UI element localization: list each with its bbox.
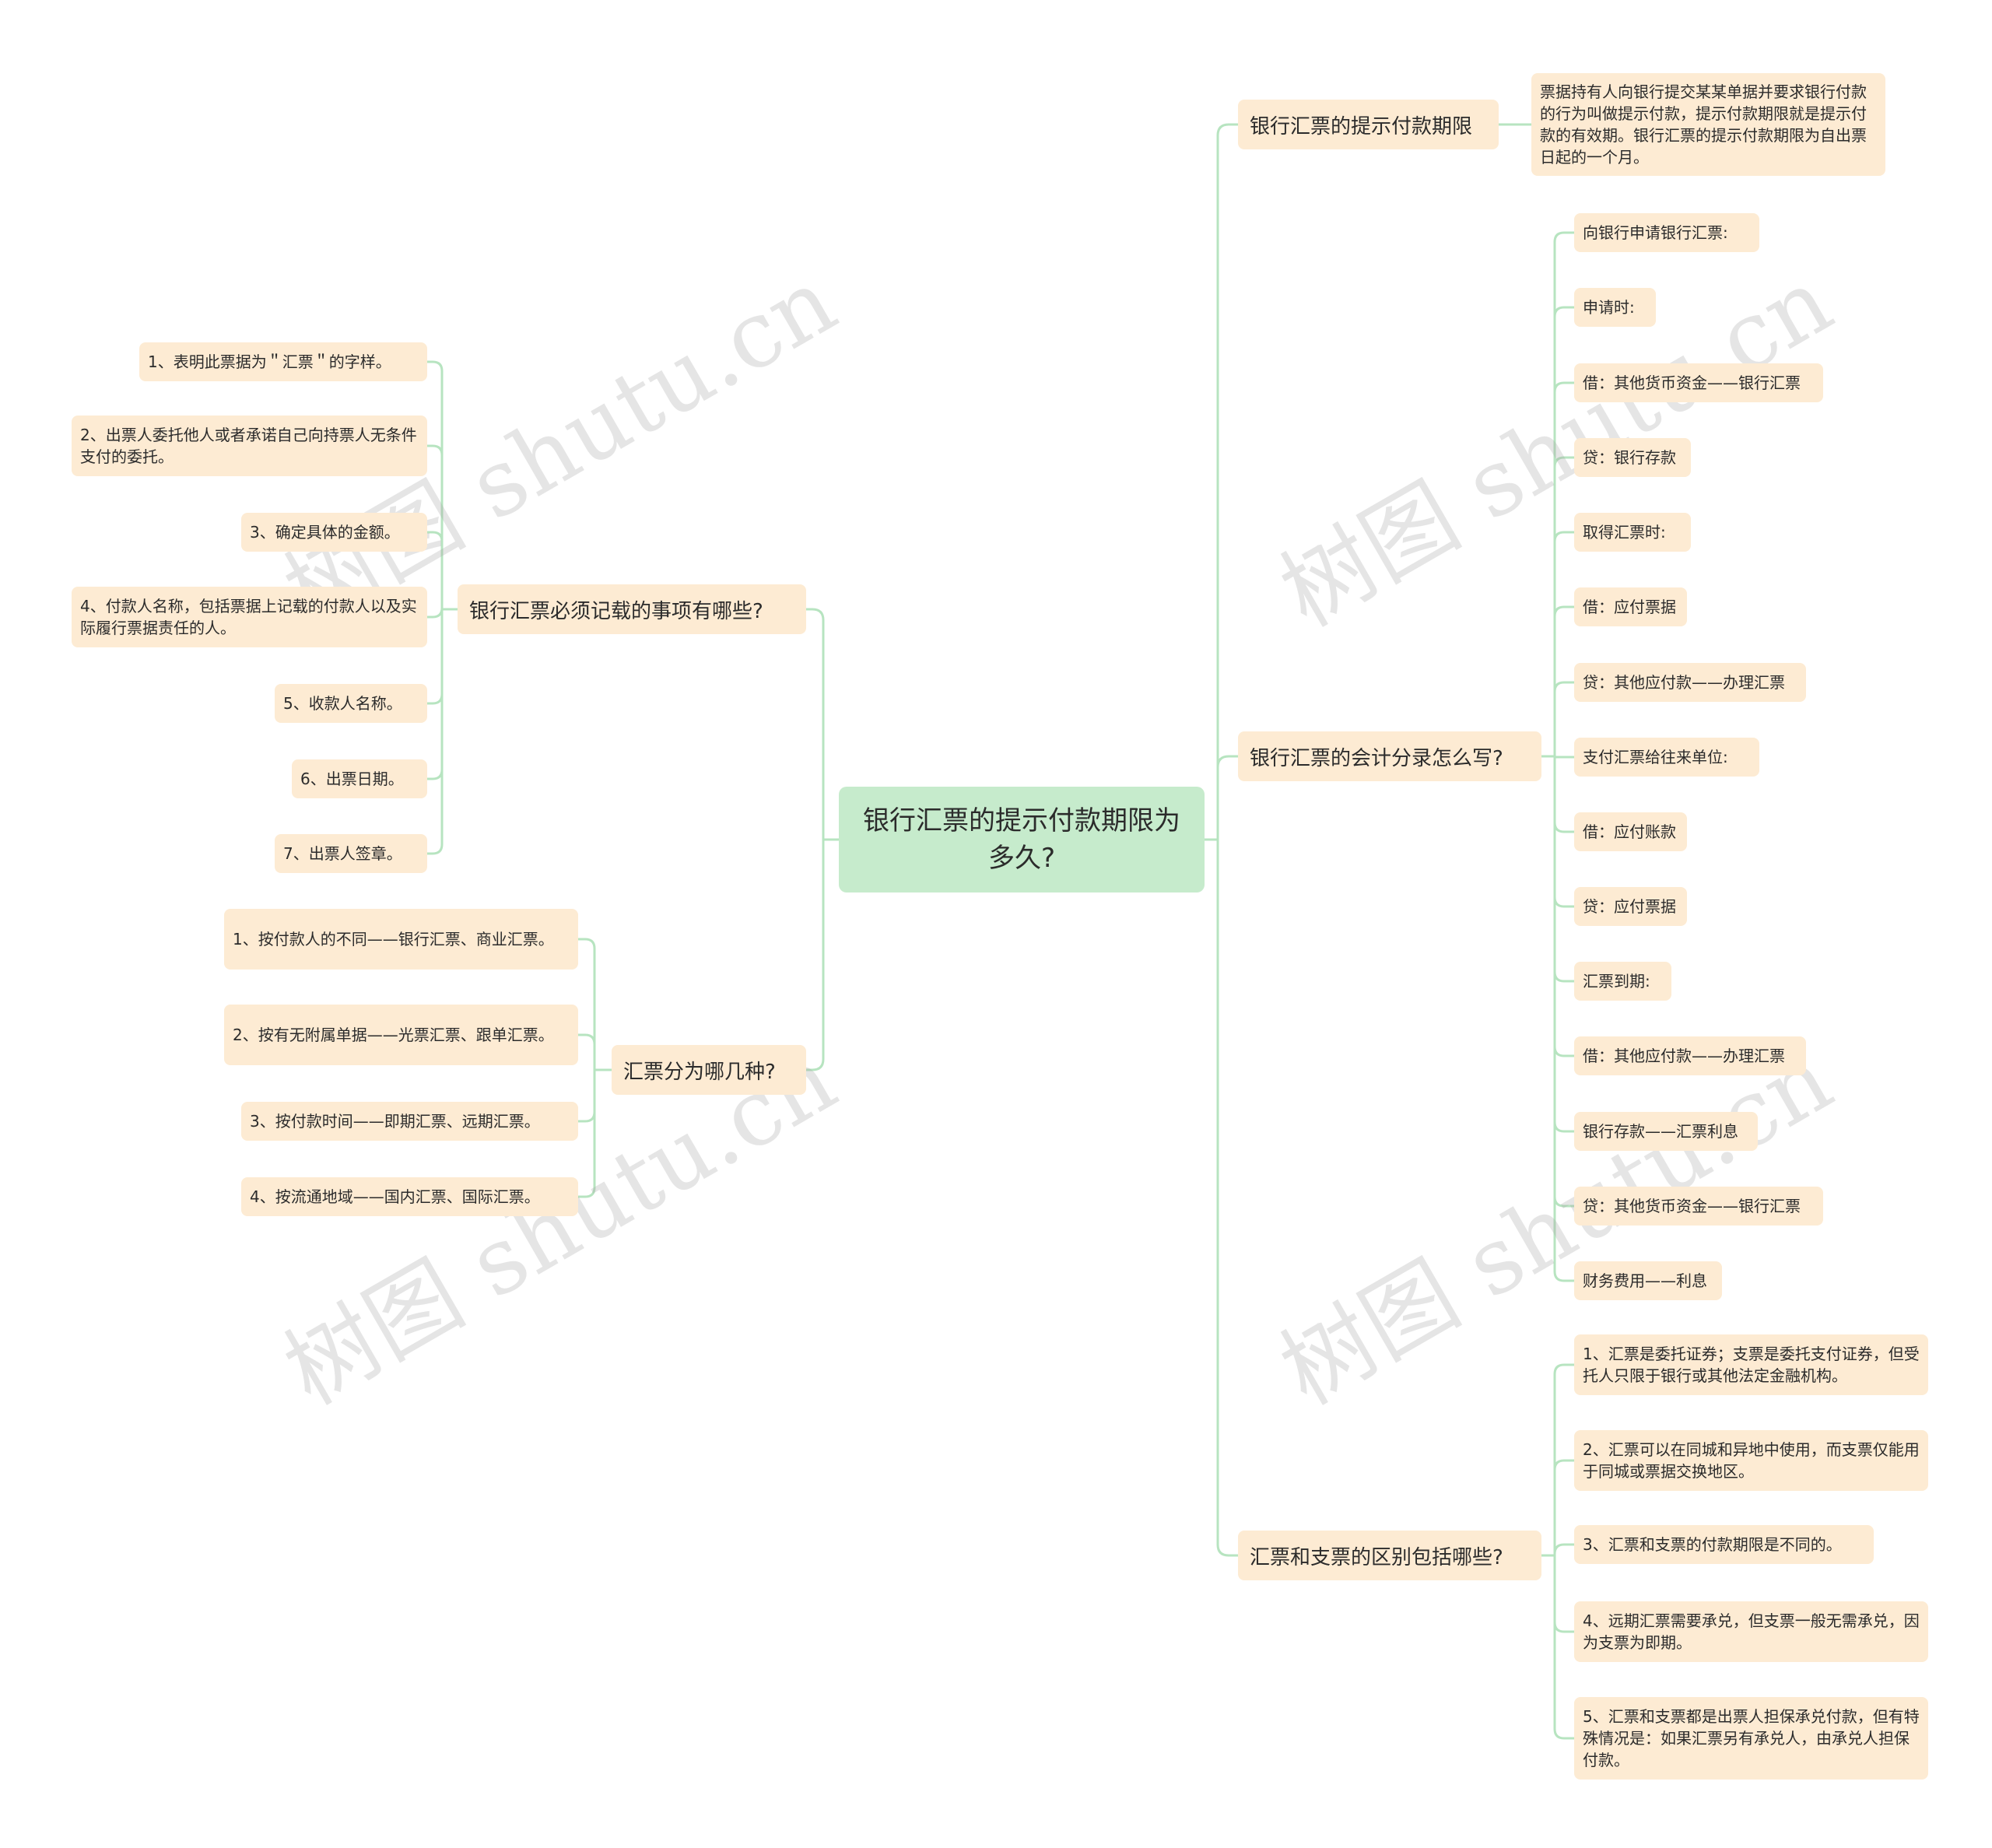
leaf-types-2[interactable]: 3、按付款时间——即期汇票、远期汇票。 bbox=[241, 1102, 578, 1141]
connector-line bbox=[1216, 123, 1238, 840]
connector-line bbox=[1216, 840, 1238, 1557]
leaf-types-0[interactable]: 1、按付款人的不同——银行汇票、商业汇票。 bbox=[224, 909, 578, 970]
connector-line bbox=[806, 840, 825, 1071]
connector-line bbox=[1553, 1555, 1574, 1740]
connector-line bbox=[1553, 756, 1574, 1282]
connector-line bbox=[1553, 1459, 1574, 1555]
connector-line bbox=[1553, 605, 1574, 756]
connector-line bbox=[427, 607, 444, 619]
connector-line bbox=[427, 360, 444, 609]
connector-line bbox=[578, 1070, 596, 1123]
connector-line bbox=[427, 609, 444, 855]
leaf-types-1[interactable]: 2、按有无附属单据——光票汇票、跟单汇票。 bbox=[224, 1005, 578, 1065]
branch-difference[interactable]: 汇票和支票的区别包括哪些? bbox=[1238, 1531, 1541, 1580]
leaf-entries-4[interactable]: 取得汇票时: bbox=[1574, 513, 1691, 552]
leaf-required-2[interactable]: 3、确定具体的金额。 bbox=[241, 513, 427, 552]
leaf-entries-13[interactable]: 贷：其他货币资金——银行汇票 bbox=[1574, 1187, 1823, 1226]
leaf-difference-3[interactable]: 4、远期汇票需要承兑，但支票一般无需承兑，因为支票为即期。 bbox=[1574, 1601, 1928, 1662]
leaf-entries-6[interactable]: 贷：其他应付款——办理汇票 bbox=[1574, 663, 1806, 702]
connector-line bbox=[1216, 755, 1238, 840]
connector-line bbox=[806, 608, 825, 840]
connector-line bbox=[1553, 381, 1574, 756]
root-topic[interactable]: 银行汇票的提示付款期限为多久? bbox=[839, 787, 1205, 892]
leaf-entries-14[interactable]: 财务费用——利息 bbox=[1574, 1261, 1722, 1300]
connector-line bbox=[1553, 531, 1574, 756]
leaf-entries-3[interactable]: 贷：银行存款 bbox=[1574, 438, 1691, 477]
leaf-required-5[interactable]: 6、出票日期。 bbox=[292, 759, 427, 798]
leaf-entries-10[interactable]: 汇票到期: bbox=[1574, 962, 1671, 1001]
leaf-entries-5[interactable]: 借：应付票据 bbox=[1574, 587, 1687, 626]
leaf-entries-1[interactable]: 申请时: bbox=[1574, 288, 1656, 327]
connector-line bbox=[427, 609, 444, 705]
branch-entries[interactable]: 银行汇票的会计分录怎么写? bbox=[1238, 731, 1541, 781]
leaf-required-1[interactable]: 2、出票人委托他人或者承诺自己向持票人无条件支付的委托。 bbox=[72, 416, 427, 476]
connector-line bbox=[1553, 456, 1574, 756]
leaf-difference-1[interactable]: 2、汇票可以在同城和异地中使用，而支票仅能用于同城或票据交换地区。 bbox=[1574, 1430, 1928, 1491]
leaf-entries-0[interactable]: 向银行申请银行汇票: bbox=[1574, 213, 1759, 252]
connector-line bbox=[1553, 756, 1574, 1133]
leaf-types-3[interactable]: 4、按流通地域——国内汇票、国际汇票。 bbox=[241, 1177, 578, 1216]
connector-line bbox=[1553, 231, 1574, 756]
branch-types[interactable]: 汇票分为哪几种? bbox=[612, 1045, 806, 1095]
connector-line bbox=[1553, 1543, 1574, 1555]
leaf-difference-4[interactable]: 5、汇票和支票都是出票人担保承兑付款，但有特殊情况是：如果汇票另有承兑人，由承兑… bbox=[1574, 1697, 1928, 1780]
leaf-required-0[interactable]: 1、表明此票据为＂汇票＂的字样。 bbox=[139, 342, 427, 381]
connector-line bbox=[427, 531, 444, 609]
connector-line bbox=[578, 1033, 596, 1070]
leaf-entries-8[interactable]: 借：应付账款 bbox=[1574, 812, 1687, 851]
connector-line bbox=[1553, 1363, 1574, 1555]
connector-line bbox=[1553, 756, 1574, 833]
leaf-entries-7[interactable]: 支付汇票给往来单位: bbox=[1574, 738, 1759, 777]
branch-required[interactable]: 银行汇票必须记载的事项有哪些? bbox=[458, 584, 806, 634]
connector-line bbox=[1553, 1555, 1574, 1633]
leaf-difference-2[interactable]: 3、汇票和支票的付款期限是不同的。 bbox=[1574, 1525, 1874, 1564]
connector-line bbox=[578, 938, 596, 1070]
connector-line bbox=[578, 1070, 596, 1198]
leaf-entries-11[interactable]: 借：其他应付款——办理汇票 bbox=[1574, 1036, 1806, 1075]
connector-line bbox=[427, 609, 444, 780]
connector-line bbox=[1553, 681, 1574, 756]
leaf-required-3[interactable]: 4、付款人名称，包括票据上记载的付款人以及实际履行票据责任的人。 bbox=[72, 587, 427, 647]
leaf-entries-12[interactable]: 银行存款——汇票利息 bbox=[1574, 1112, 1758, 1151]
connector-line bbox=[1553, 756, 1574, 983]
leaf-required-6[interactable]: 7、出票人签章。 bbox=[275, 834, 427, 873]
connector-line bbox=[427, 444, 444, 609]
leaf-difference-0[interactable]: 1、汇票是委托证券；支票是委托支付证券，但受托人只限于银行或其他法定金融机构。 bbox=[1574, 1334, 1928, 1395]
leaf-period-0[interactable]: 票据持有人向银行提交某某单据并要求银行付款的行为叫做提示付款，提示付款期限就是提… bbox=[1531, 73, 1885, 176]
connector-line bbox=[1553, 306, 1574, 756]
leaf-entries-9[interactable]: 贷：应付票据 bbox=[1574, 887, 1687, 926]
branch-period[interactable]: 银行汇票的提示付款期限 bbox=[1238, 100, 1499, 149]
leaf-entries-2[interactable]: 借：其他货币资金——银行汇票 bbox=[1574, 363, 1823, 402]
leaf-required-4[interactable]: 5、收款人名称。 bbox=[275, 684, 427, 723]
